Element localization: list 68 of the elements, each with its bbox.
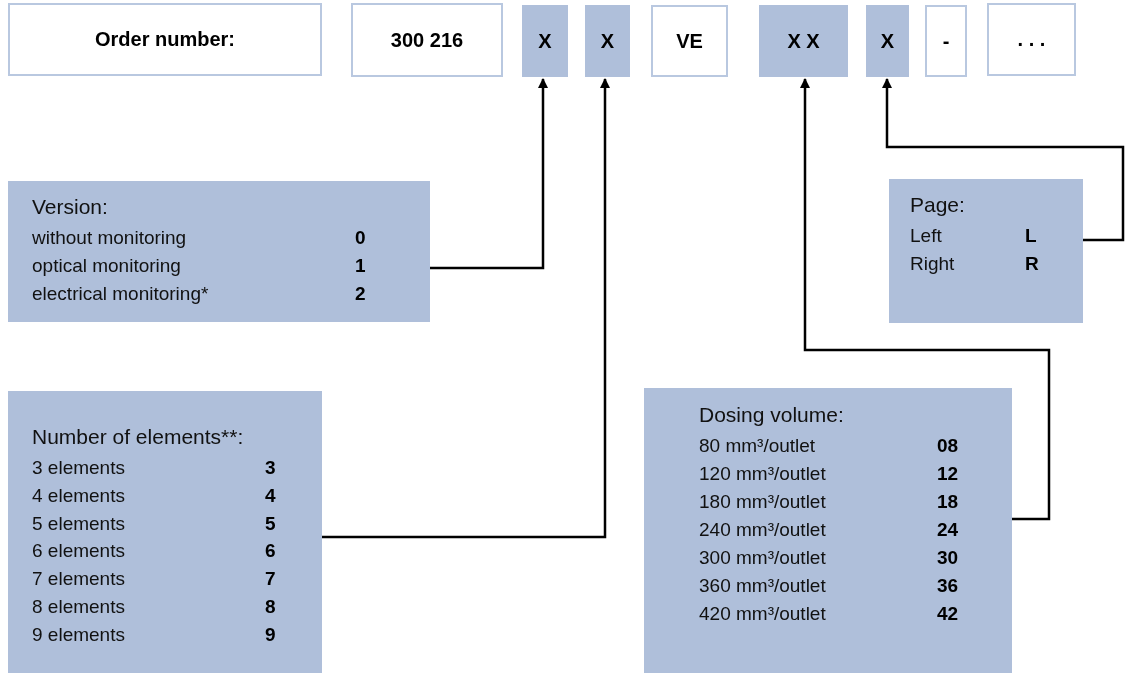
option-code: 5 <box>265 512 276 535</box>
option-code: 24 <box>937 519 959 541</box>
option-table-panel <box>889 179 1083 323</box>
option-code: 18 <box>937 491 959 513</box>
panel-heading: Dosing volume: <box>699 403 845 427</box>
option-label: 420 mm³/outlet <box>699 603 826 625</box>
option-label: 360 mm³/outlet <box>699 575 826 597</box>
option-label: 8 elements <box>32 596 125 618</box>
option-code: L <box>1025 225 1037 247</box>
option-label: without monitoring <box>32 227 187 249</box>
option-code: 9 <box>265 623 276 646</box>
option-code: 0 <box>355 227 366 249</box>
option-code: 08 <box>937 435 959 457</box>
code-text: X <box>880 29 895 53</box>
option-code: 6 <box>265 540 276 563</box>
code-field <box>925 5 967 77</box>
option-code: 1 <box>355 255 366 277</box>
option-label: 3 elements <box>32 457 125 479</box>
option-label: 240 mm³/outlet <box>699 519 826 541</box>
code-text: X <box>538 29 552 53</box>
option-label: 4 elements <box>32 484 125 507</box>
option-label: 80 mm³/outlet <box>699 435 816 457</box>
option-table-panel <box>8 181 430 322</box>
code-text: VE <box>676 29 703 53</box>
panel-heading: Version: <box>32 195 109 219</box>
option-code: 7 <box>265 568 276 591</box>
code-field <box>8 3 322 76</box>
code-text: . . . <box>1017 28 1046 51</box>
code-text: X X <box>787 29 820 53</box>
option-code: 8 <box>265 596 276 618</box>
option-label: 7 elements <box>32 568 125 591</box>
option-code: 12 <box>937 463 959 485</box>
option-table-panel <box>8 391 322 673</box>
option-label: Right <box>910 253 955 275</box>
code-text: 300 216 <box>390 28 464 52</box>
option-table-panel <box>644 388 1012 673</box>
code-text: - <box>942 29 950 53</box>
option-code: R <box>1025 253 1039 275</box>
option-code: 30 <box>937 547 959 569</box>
code-text: Order number: <box>95 28 235 51</box>
code-placeholder-field <box>866 5 909 77</box>
option-code: 42 <box>937 603 959 625</box>
option-code: 2 <box>355 283 366 305</box>
connector-arrow <box>882 78 1125 242</box>
option-code: 36 <box>937 575 959 597</box>
connector-arrow <box>322 78 610 539</box>
panel-heading: Number of elements**: <box>32 425 245 449</box>
option-label: 9 elements <box>32 623 125 646</box>
option-label: 180 mm³/outlet <box>699 491 826 513</box>
option-label: 120 mm³/outlet <box>699 463 826 485</box>
connector-arrow <box>430 78 548 270</box>
code-text: X <box>600 29 615 53</box>
code-placeholder-field <box>522 5 568 77</box>
option-label: optical monitoring <box>32 255 181 277</box>
option-label: Left <box>910 225 942 247</box>
code-placeholder-field <box>585 5 630 77</box>
code-placeholder-field <box>759 5 848 77</box>
option-label: 5 elements <box>32 512 125 535</box>
option-label: electrical monitoring* <box>32 283 209 305</box>
option-label: 6 elements <box>32 540 125 563</box>
code-field <box>351 3 503 77</box>
code-field <box>987 3 1076 76</box>
code-field <box>651 5 728 77</box>
connector-arrow <box>800 78 1051 521</box>
option-code: 3 <box>265 457 276 479</box>
option-code: 4 <box>265 484 276 507</box>
panel-heading: Page: <box>910 193 966 217</box>
option-label: 300 mm³/outlet <box>699 547 826 569</box>
